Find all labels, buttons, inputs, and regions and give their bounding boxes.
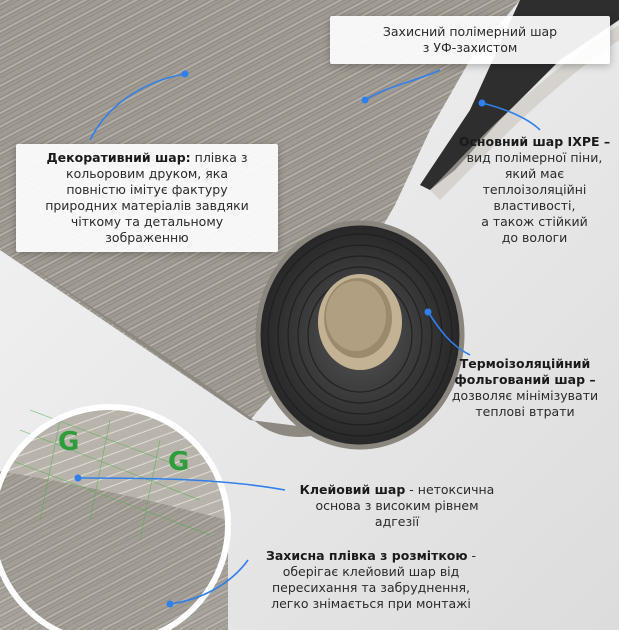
adhesive-line-1: адгезії bbox=[374, 514, 420, 529]
decor-line-5: зображенню bbox=[105, 230, 189, 245]
film-line-0: оберігає клейовий шар від bbox=[282, 564, 460, 579]
ixpe-line-1: який має bbox=[504, 166, 565, 181]
decor-title: Декоративний шар: bbox=[46, 150, 191, 165]
adhesive-title-suffix: - нетоксична bbox=[405, 482, 495, 497]
ixpe-line-0: вид полімерної піни, bbox=[466, 150, 603, 165]
ixpe-line-2: теплоізоляційні bbox=[482, 182, 587, 197]
decor-line-0: плівка з bbox=[194, 150, 248, 165]
callout-decor-layer: Декоративний шар: плівка з кольоровим др… bbox=[16, 144, 278, 252]
ixpe-line-4: а також стійкий bbox=[481, 214, 588, 229]
thermo-line-1: теплові втрати bbox=[475, 404, 575, 419]
decor-line-2: повністю імітує фактуру bbox=[66, 182, 228, 197]
adhesive-line-0: основа з високим рівнем bbox=[315, 498, 479, 513]
callout-thermo-layer: Термоізоляційний фольгований шар – дозво… bbox=[440, 356, 610, 420]
film-title-suffix: - bbox=[467, 548, 477, 563]
thermo-title-0: Термоізоляційний bbox=[459, 356, 591, 371]
decor-line-1: кольоровим друком, яка bbox=[66, 166, 228, 181]
uv-title: Захисний полімерний шар bbox=[382, 24, 558, 39]
callout-protective-film: Захисна плівка з розміткою - оберігає кл… bbox=[246, 548, 496, 612]
adhesive-title: Клейовий шар bbox=[299, 482, 406, 497]
ixpe-line-5: до вологи bbox=[501, 230, 568, 245]
callout-uv-layer: Захисний полімерний шар з УФ-захистом bbox=[330, 16, 610, 64]
ixpe-title: Основний шар IXPE – bbox=[458, 134, 611, 149]
thermo-line-0: дозволяє мінімізувати bbox=[451, 388, 599, 403]
film-line-2: легко знімається при монтажі bbox=[271, 596, 471, 611]
callout-connectors bbox=[77, 69, 541, 605]
callout-ixpe-layer: Основний шар IXPE – вид полімерної піни,… bbox=[452, 134, 617, 246]
thermo-title-1: фольгований шар – bbox=[454, 372, 596, 387]
film-title: Захисна плівка з розміткою bbox=[265, 548, 468, 563]
svg-text:G: G bbox=[58, 427, 79, 457]
decor-line-3: природних матеріалів завдяки bbox=[45, 198, 249, 213]
uv-subtitle: з УФ-захистом bbox=[422, 40, 518, 55]
callout-adhesive-layer: Клейовий шар - нетоксична основа з висок… bbox=[286, 482, 508, 530]
decor-line-4: чіткому та детальному bbox=[70, 214, 224, 229]
film-line-1: пересихання та забруднення, bbox=[272, 580, 470, 595]
svg-text:G: G bbox=[168, 447, 189, 477]
ixpe-line-3: властивості, bbox=[493, 198, 576, 213]
